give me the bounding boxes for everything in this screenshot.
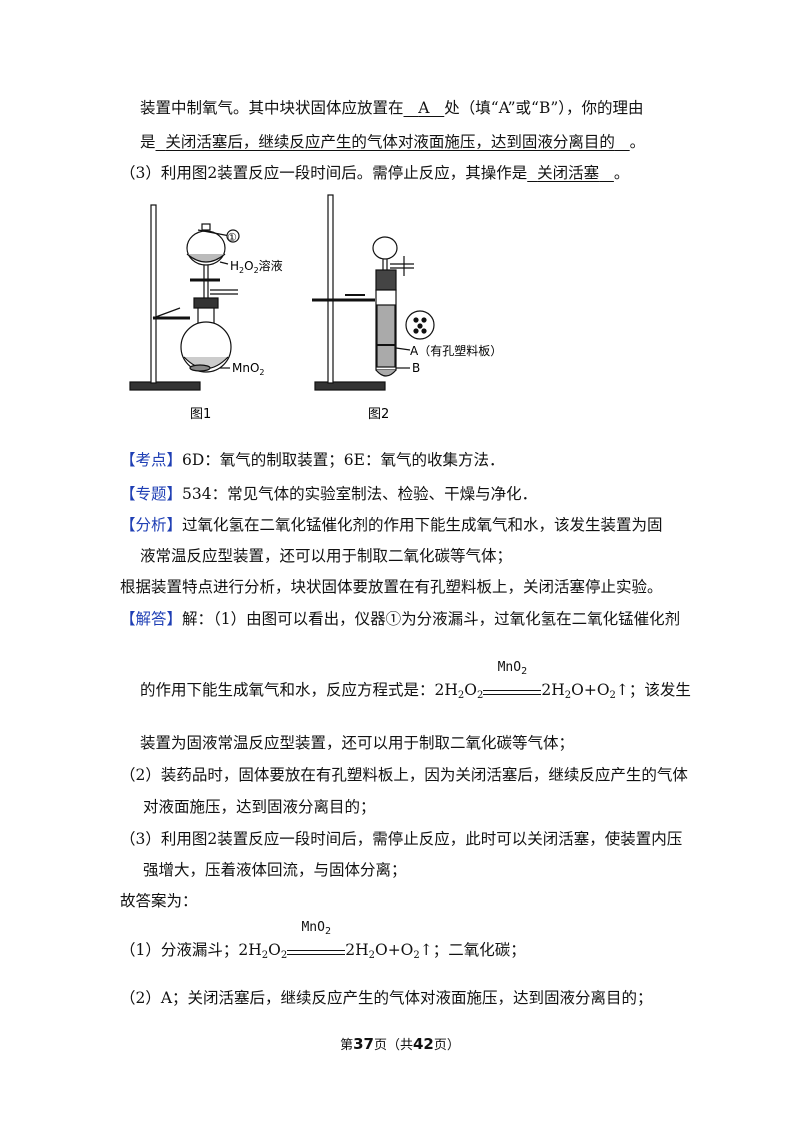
answer2-text: （2）A；关闭活塞后，继续反应产生的气体对液面施压，达到固液分离目的； (120, 989, 653, 1007)
figure2-caption: 图2 (368, 407, 389, 422)
fenxi-text1: 过氧化氢在二氧化锰催化剂的作用下能生成氧气和水，该发生装置为固 (182, 516, 663, 534)
total-pages: 42 (413, 1035, 434, 1053)
fenxi-text2: 液常温反应型装置，还可以用于制取二氧化碳等气体； (140, 547, 513, 565)
answer1-text: （1）分液漏斗；2H (120, 941, 262, 959)
catalyst-label: MnO2 (497, 660, 528, 677)
equation-left: 2H2O2 (434, 681, 484, 701)
answer-intro-text: 故答案为： (120, 892, 198, 910)
catalyst-label-2: MnO2 (301, 920, 331, 937)
q2-text: 装置中制氧气。其中块状固体应放置在 (140, 99, 404, 117)
q3-line: （3）利用图2装置反应一段时间后。需停止反应，其操作是 关闭活塞 。 (120, 163, 629, 183)
answer-a-blank: A (418, 99, 430, 117)
jieda-text7: 强增大，压着液体回流，与固体分离； (143, 861, 407, 879)
figure1-caption: 图1 (190, 407, 211, 422)
period: 。 (629, 133, 646, 151)
catalyst-arrow-2: MnO2 (287, 920, 346, 955)
kaodian-line: 【考点】6D：氧气的制取装置；6E：氧气的收集方法． (120, 450, 504, 470)
answer-line2: （2）A；关闭活塞后，继续反应产生的气体对液面施压，达到固液分离目的； (120, 988, 653, 1008)
circle-number-label: ① (227, 231, 237, 244)
q3-text: （3）利用图2装置反应一段时间后。需停止反应，其操作是 (120, 164, 528, 182)
equation-right: 2H2O+O2↑ (541, 681, 629, 701)
jieda-tag: 【解答】 (120, 610, 183, 628)
kaodian-text: 6D：氧气的制取装置；6E：氧气的收集方法． (182, 451, 505, 469)
jieda-text4: （2）装药品时，固体要放在有孔塑料板上，因为关闭活塞后，继续反应产生的气体 (120, 766, 688, 784)
separatory-funnel (180, 223, 240, 373)
jieda-line7: 强增大，压着液体回流，与固体分离； (143, 860, 407, 880)
jieda-line1: 【解答】解：（1）由图可以看出，仪器①为分液漏斗，过氧化氢在二氧化锰催化剂 (120, 609, 680, 629)
jieda-text1: 解：（1）由图可以看出，仪器①为分液漏斗，过氧化氢在二氧化锰催化剂 (182, 610, 681, 628)
h2o2-solution-label: H2O2溶液 (230, 258, 283, 275)
reason-blank: 关闭活塞后，继续反应产生的气体对液面施压，达到固液分离目的 (165, 133, 615, 151)
test-tube-apparatus (372, 236, 435, 377)
period: 。 (613, 164, 630, 182)
fenxi-text3: 根据装置特点进行分析，块状固体要放置在有孔塑料板上，关闭活塞停止实验。 (120, 578, 663, 596)
jieda-line6: （3）利用图2装置反应一段时间后，需停止反应，此时可以关闭活塞，使装置内压 (120, 829, 682, 849)
q2-text-tail: 处（填“A”或“B”），你的理由 (444, 99, 644, 117)
footer-pre: 第 (340, 1038, 354, 1053)
zhuanti-line: 【专题】534：常见气体的实验室制法、检验、干燥与净化． (120, 484, 537, 504)
jieda-line5: 对液面施压，达到固液分离目的； (143, 797, 376, 817)
answer1-tail: ；二氧化碳； (432, 941, 526, 959)
a-plastic-plate-label: A（有孔塑料板） (410, 343, 502, 358)
jieda-text2: 的作用下能生成氧气和水，反应方程式是： (140, 681, 435, 699)
figure1-stand (129, 204, 201, 391)
footer-mid: 页（共 (373, 1038, 413, 1053)
answer-intro: 故答案为： (120, 891, 198, 911)
fenxi-line3: 根据装置特点进行分析，块状固体要放置在有孔塑料板上，关闭活塞停止实验。 (120, 577, 663, 597)
catalyst-arrow: MnO2 (483, 660, 542, 695)
figure2-stand (312, 194, 386, 391)
jieda-text5: 对液面施压，达到固液分离目的； (143, 798, 376, 816)
q2-line1: 装置中制氧气。其中块状固体应放置在 A 处（填“A”或“B”），你的理由 (140, 98, 644, 118)
fenxi-line1: 【分析】过氧化氢在二氧化锰催化剂的作用下能生成氧气和水，该发生装置为固 (120, 515, 663, 535)
b-label: B (412, 361, 420, 375)
fenxi-line2: 液常温反应型装置，还可以用于制取二氧化碳等气体； (140, 546, 512, 566)
page-number: 37 (353, 1035, 374, 1053)
zhuanti-tag: 【专题】 (120, 485, 183, 503)
q2-line2: 是 关闭活塞后，继续反应产生的气体对液面施压，达到固液分离目的 。 (140, 132, 645, 152)
jieda-line4: （2）装药品时，固体要放在有孔塑料板上，因为关闭活塞后，继续反应产生的气体 (120, 765, 688, 785)
mno2-label: MnO2 (232, 361, 265, 377)
jieda-text2-tail: ；该发生 (628, 681, 691, 699)
q2-reason-prefix: 是 (140, 133, 156, 151)
jieda-line3: 装置为固液常温反应型装置，还可以用于制取二氧化碳等气体； (140, 733, 574, 753)
q3-answer-blank: 关闭活塞 (537, 164, 600, 182)
apparatus-figure: ① H2O2溶液 MnO2 图1 A（有孔塑料板） B 图2 (129, 194, 502, 422)
zhuanti-text: 534：常见气体的实验室制法、检验、干燥与净化． (182, 485, 538, 503)
page-footer: 第37页（共42页） (0, 1034, 800, 1053)
footer-post: 页） (433, 1038, 460, 1053)
jieda-line2: 的作用下能生成氧气和水，反应方程式是：2H2O2 MnO2 2H2O+O2↑；该发生 (140, 660, 691, 706)
jieda-text3: 装置为固液常温反应型装置，还可以用于制取二氧化碳等气体； (140, 734, 575, 752)
kaodian-tag: 【考点】 (120, 451, 183, 469)
fenxi-tag: 【分析】 (120, 516, 183, 534)
jieda-text6: （3）利用图2装置反应一段时间后，需停止反应，此时可以关闭活塞，使装置内压 (120, 830, 683, 848)
